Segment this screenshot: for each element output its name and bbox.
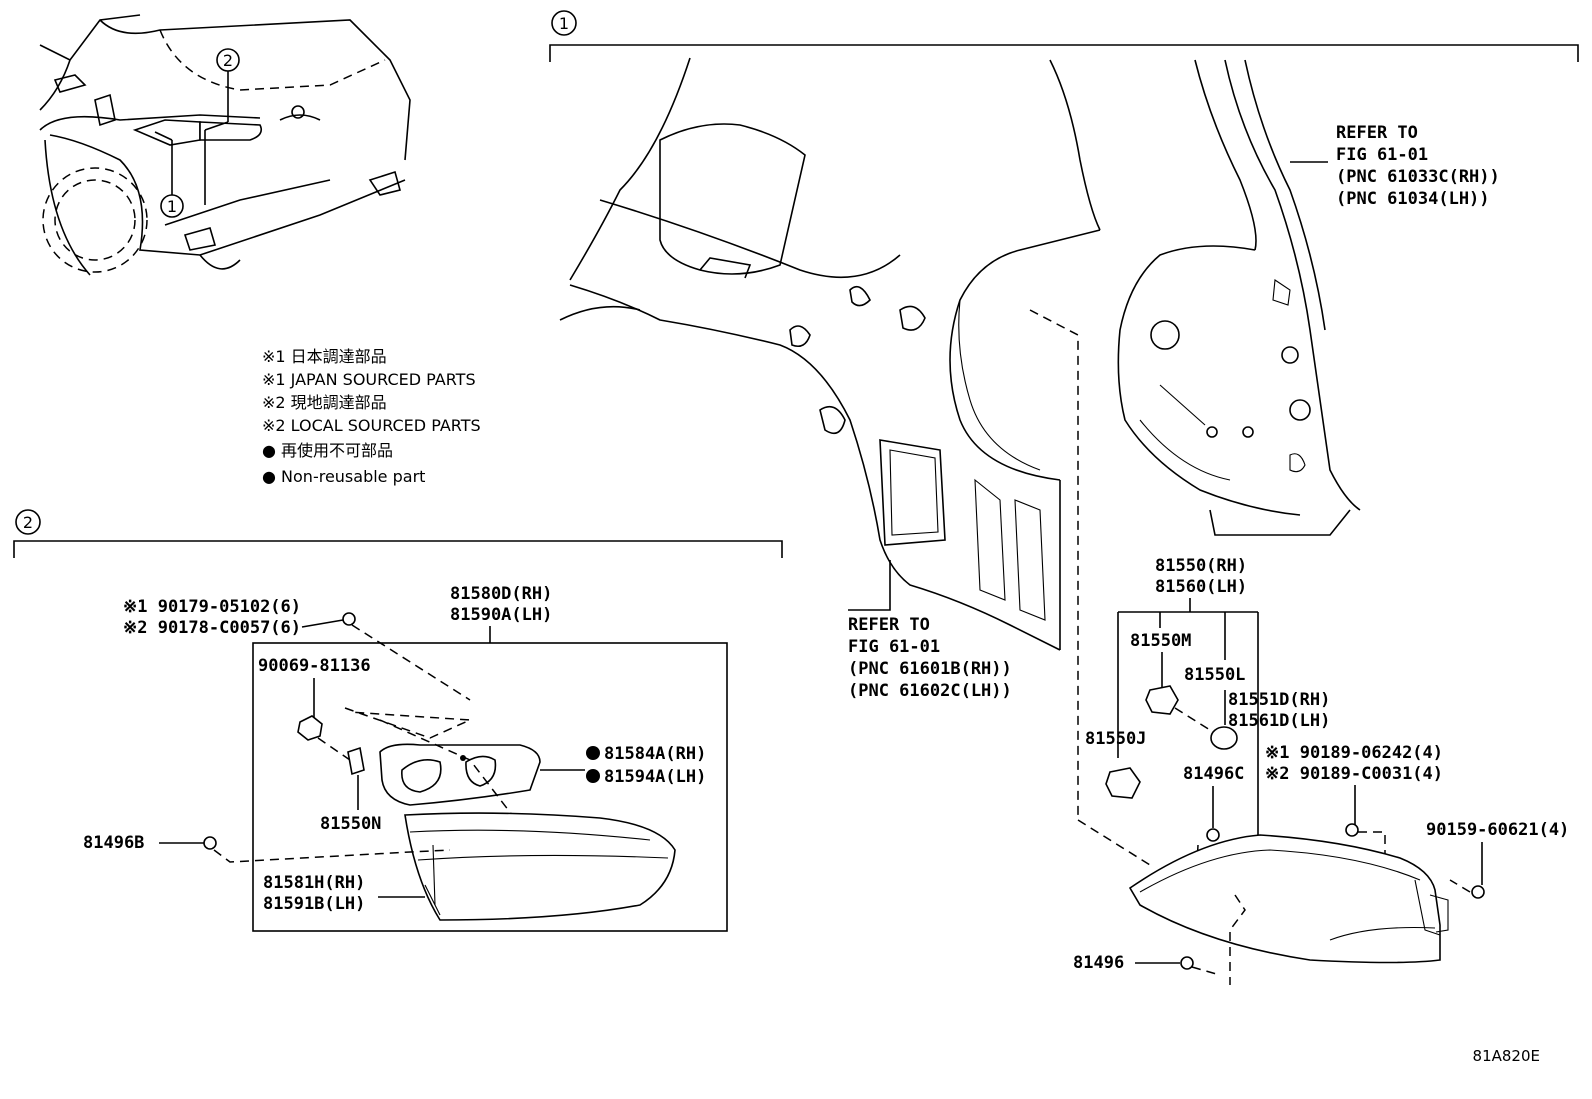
- refer-upper-line-4: (PNC 61034(LH)): [1336, 189, 1490, 209]
- nut-icon: [297, 715, 323, 741]
- lamp-label-rh: 81550(RH): [1155, 556, 1247, 576]
- bolt-label-2: ※2 90189-C0031(4): [1265, 764, 1443, 784]
- rear-lamp-icon: [1128, 834, 1441, 964]
- refer-lower-line-3: (PNC 61601B(RH)): [848, 659, 1012, 679]
- legend-line-5: ● 再使用不可部品: [262, 441, 393, 460]
- section-1-bracket: 1: [549, 10, 1579, 62]
- clip-label: 81496B: [83, 833, 144, 853]
- lens-d-icon: [1210, 726, 1238, 750]
- section-2-callout: 2: [23, 513, 33, 532]
- non-reusable-mark-2: [586, 769, 600, 783]
- vehicle-overview-illustration: 2 1: [39, 14, 411, 276]
- clip-bottom-label: 81496: [1073, 953, 1124, 973]
- thumb-callout-1: 1: [167, 197, 177, 216]
- legend-line-2: ※1 JAPAN SOURCED PARTS: [262, 370, 476, 389]
- housing-label-rh: 81580D(RH): [450, 584, 552, 604]
- section-1-callout: 1: [559, 14, 569, 33]
- legend-line-1: ※1 日本調達部品: [262, 347, 387, 366]
- lens-label-lh: 81591B(LH): [263, 894, 365, 914]
- lamp-label-lh: 81560(LH): [1155, 577, 1247, 597]
- legend-line-3: ※2 現地調達部品: [262, 393, 387, 412]
- screw-label-1: ※1 90179-05102(6): [123, 597, 301, 617]
- lens-d-label-lh: 81561D(LH): [1228, 711, 1330, 731]
- clip-icon: [203, 836, 217, 850]
- refer-lower-line-2: FIG 61-01: [848, 637, 940, 657]
- socket-j-label: 81550J: [1085, 729, 1146, 749]
- clip-bottom-icon: [1180, 956, 1194, 970]
- clip-c-label: 81496C: [1183, 764, 1244, 784]
- nut-label: 90069-81136: [258, 656, 371, 676]
- refer-lower-line-1: REFER TO: [848, 615, 930, 635]
- refer-lower-line-4: (PNC 61602C(LH)): [848, 681, 1012, 701]
- refer-lower-label: REFER TO FIG 61-01 (PNC 61601B(RH)) (PNC…: [848, 615, 1012, 701]
- section-1-parts: 81550(RH) 81560(LH) 81550M 81550L 81551D…: [1073, 556, 1569, 985]
- screw-label-2: ※2 90178-C0057(6): [123, 618, 301, 638]
- socket-m-icon: [1145, 685, 1179, 715]
- clip-c-icon: [1206, 828, 1220, 842]
- refer-upper-line-3: (PNC 61033C(RH)): [1336, 167, 1500, 187]
- gasket-label-rh: 81584A(RH): [604, 744, 706, 764]
- legend-line-6: ● Non-reusable part: [262, 467, 425, 486]
- bulb-socket-icon: [347, 746, 365, 776]
- bolt-icon: [1345, 823, 1359, 837]
- bolt-label-1: ※1 90189-06242(4): [1265, 743, 1443, 763]
- inner-pillar-illustration: [1117, 59, 1361, 536]
- gasket-label-lh: 81594A(LH): [604, 767, 706, 787]
- bulb-socket-label: 81550N: [320, 814, 381, 834]
- section-2-parts: ※1 90179-05102(6) ※2 90178-C0057(6) 8158…: [83, 584, 728, 932]
- lens-label-rh: 81581H(RH): [263, 873, 365, 893]
- screw-icon-right: [1471, 885, 1485, 899]
- refer-upper-line-1: REFER TO: [1336, 123, 1418, 143]
- figure-code: 81A820E: [1473, 1047, 1540, 1065]
- gasket-icon: [379, 743, 541, 806]
- lens-d-label-rh: 81551D(RH): [1228, 690, 1330, 710]
- socket-l-label: 81550L: [1184, 665, 1245, 685]
- refer-upper-line-2: FIG 61-01: [1336, 145, 1428, 165]
- quarter-panel-illustration: [559, 57, 1101, 820]
- section-2-bracket: 2: [13, 509, 783, 558]
- non-reusable-mark-1: [586, 746, 600, 760]
- legend: ※1 日本調達部品 ※1 JAPAN SOURCED PARTS ※2 現地調達…: [262, 347, 481, 486]
- socket-j-icon: [1105, 767, 1141, 799]
- legend-line-4: ※2 LOCAL SOURCED PARTS: [262, 416, 481, 435]
- screw-label: 90159-60621(4): [1426, 820, 1569, 840]
- thumb-callout-2: 2: [223, 51, 233, 70]
- socket-m-label: 81550M: [1130, 631, 1191, 651]
- lens-icon: [404, 812, 676, 921]
- housing-label-lh: 81590A(LH): [450, 605, 552, 625]
- refer-upper-label: REFER TO FIG 61-01 (PNC 61033C(RH)) (PNC…: [1336, 123, 1500, 209]
- screw-icon: [342, 612, 356, 626]
